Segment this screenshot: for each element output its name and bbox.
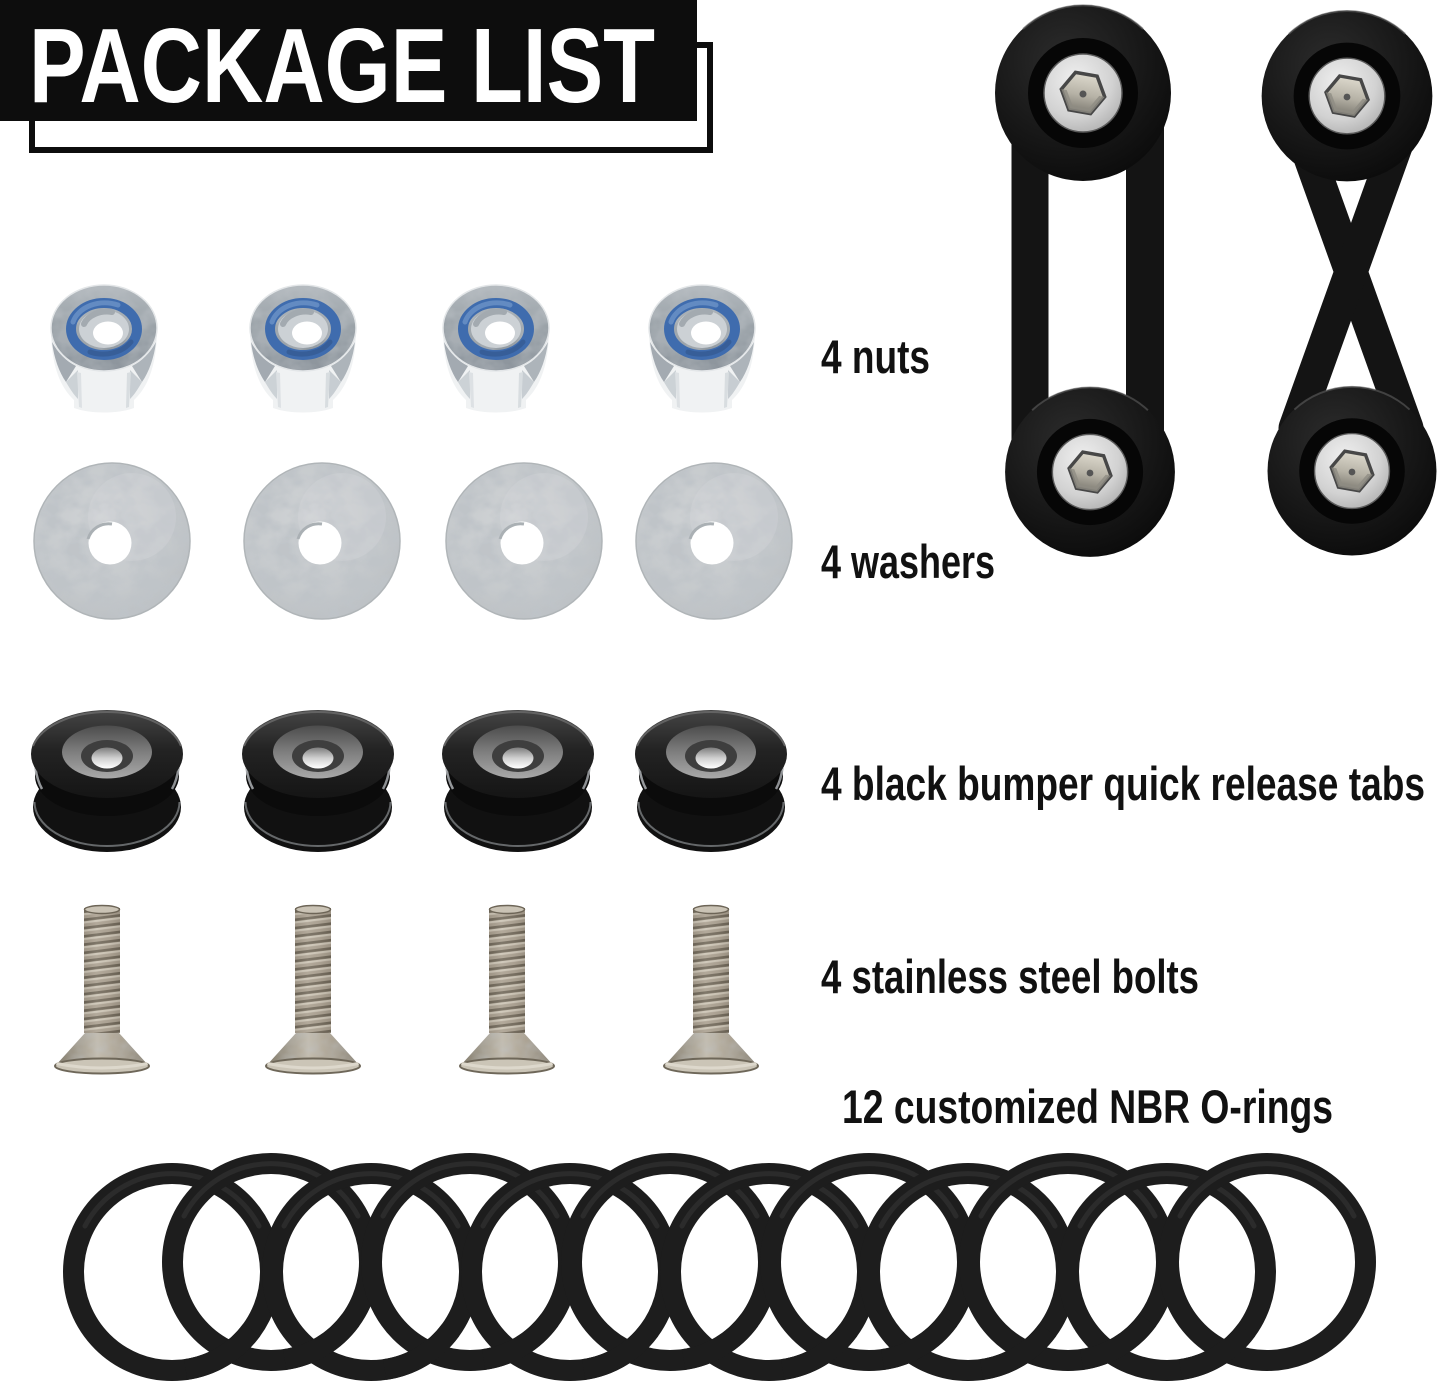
- svg-text:4 washers: 4 washers: [821, 536, 995, 589]
- svg-text:PACKAGE LIST: PACKAGE LIST: [29, 7, 655, 125]
- svg-text:4 black bumper quick release t: 4 black bumper quick release tabs: [821, 758, 1425, 811]
- svg-text:4 stainless steel bolts: 4 stainless steel bolts: [821, 951, 1199, 1004]
- svg-text:12 customized NBR O-rings: 12 customized NBR O-rings: [842, 1081, 1333, 1134]
- svg-text:4 nuts: 4 nuts: [821, 331, 930, 384]
